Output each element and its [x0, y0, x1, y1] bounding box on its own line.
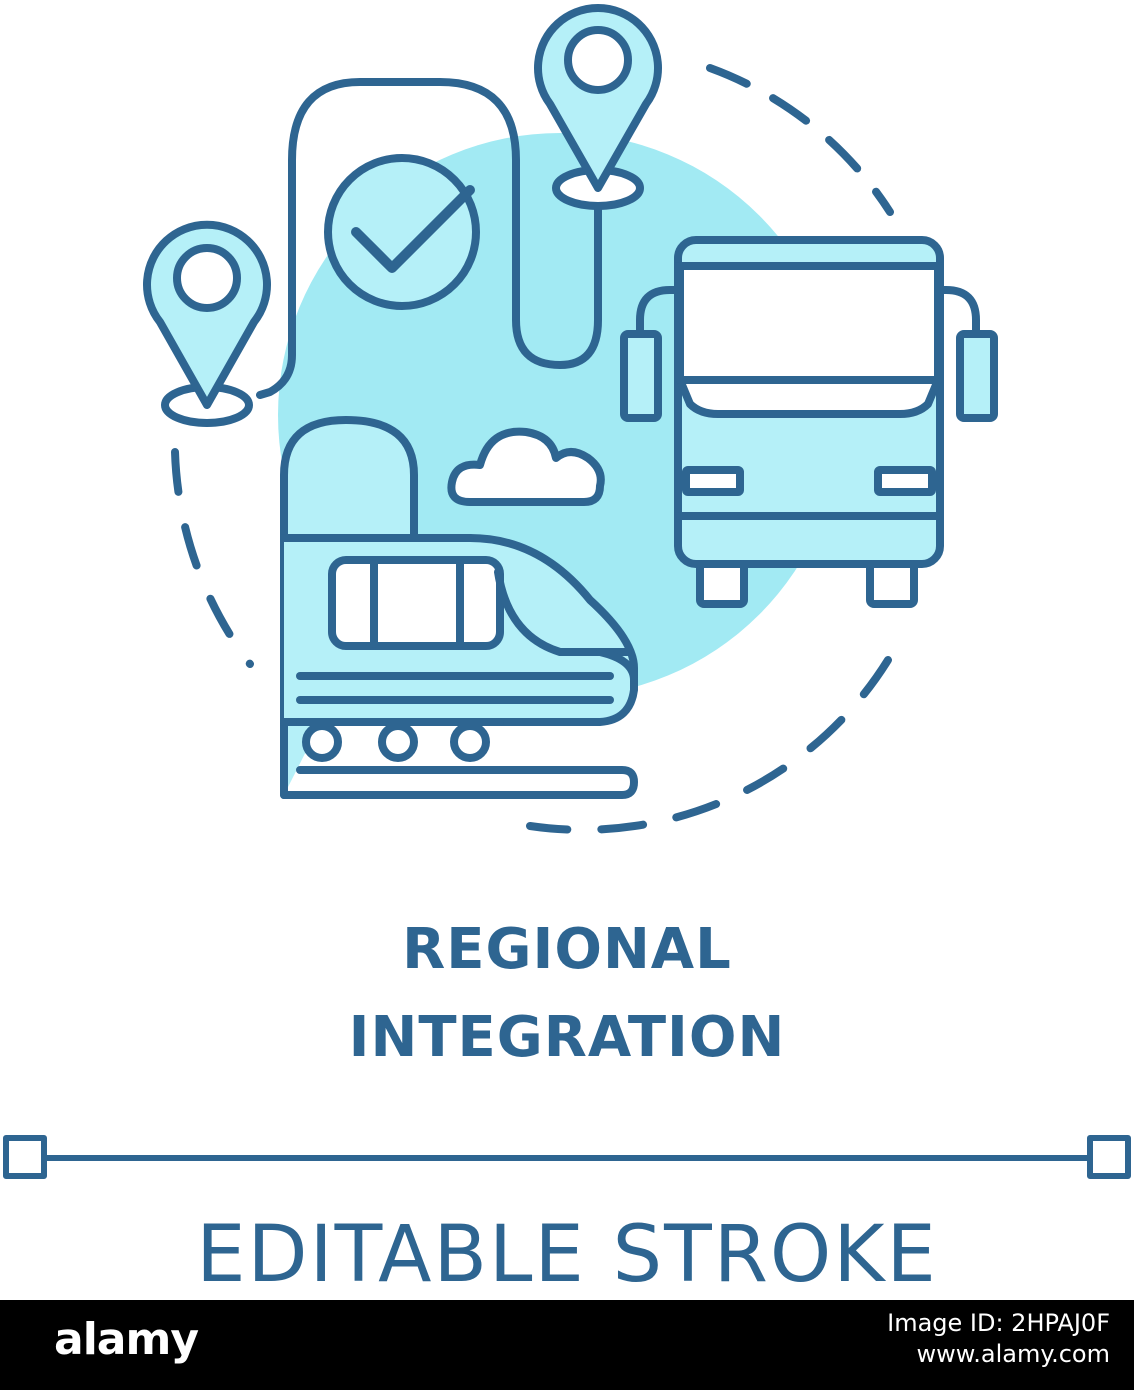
location-pin-icon — [143, 220, 271, 427]
dashed-ring — [706, 64, 894, 216]
dashed-ring-left — [171, 448, 254, 668]
editable-stroke-label: EDITABLE STROKE — [196, 1210, 938, 1300]
footer-meta: Image ID: 2HPAJ0F www.alamy.com — [887, 1308, 1110, 1370]
title-line-1: REGIONAL — [402, 917, 732, 982]
title-line-2: INTEGRATION — [348, 1005, 786, 1070]
bus-icon — [620, 236, 998, 608]
location-pin-icon — [534, 4, 662, 210]
footer-bar — [0, 1300, 1134, 1390]
train-icon — [280, 534, 638, 799]
alamy-logo: alamy — [54, 1314, 199, 1365]
checkmark-circle-icon — [324, 154, 480, 310]
footer-url[interactable]: www.alamy.com — [916, 1340, 1110, 1369]
route-line — [256, 78, 602, 399]
image-id-text: Image ID: 2HPAJ0F — [887, 1309, 1110, 1337]
cloud-icon — [447, 427, 605, 506]
editable-stroke-bar — [3, 1135, 1131, 1179]
